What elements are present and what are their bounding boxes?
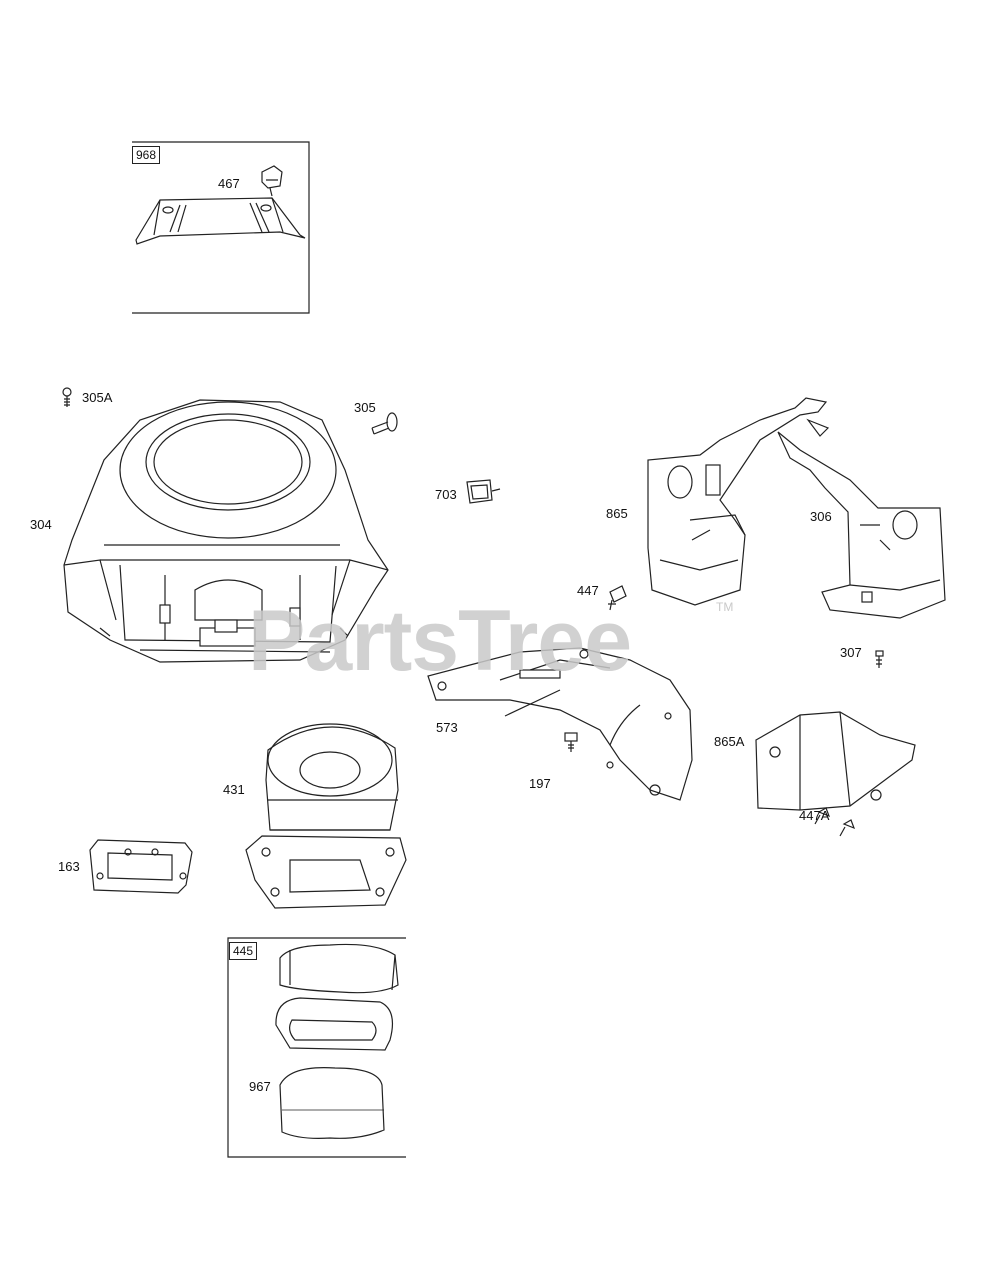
part-163-gasket bbox=[89, 839, 193, 894]
watermark-logo: PartsTree bbox=[248, 593, 632, 689]
part-label-865: 865 bbox=[606, 506, 628, 521]
part-431-air-cleaner-base bbox=[245, 723, 407, 909]
part-label-197: 197 bbox=[529, 776, 551, 791]
part-label-703: 703 bbox=[435, 487, 457, 502]
part-445-air-filter bbox=[275, 943, 399, 1051]
part-305A-screw bbox=[62, 387, 72, 407]
part-865A-baffle bbox=[755, 711, 916, 811]
part-label-967: 967 bbox=[249, 1079, 271, 1094]
part-305-bolt bbox=[371, 412, 398, 435]
part-197-screw bbox=[564, 732, 578, 752]
part-307-screw bbox=[875, 650, 884, 668]
watermark-trademark: TM bbox=[716, 600, 734, 614]
part-304-blower-housing bbox=[63, 399, 389, 663]
part-306-baffle bbox=[777, 418, 946, 619]
part-703-clip bbox=[466, 479, 501, 504]
part-label-431: 431 bbox=[223, 782, 245, 797]
part-label-447A: 447A bbox=[799, 808, 830, 823]
part-label-305: 305 bbox=[354, 400, 376, 415]
part-label-307: 307 bbox=[840, 645, 862, 660]
box-445-frame bbox=[227, 937, 406, 1158]
part-label-305A: 305A bbox=[82, 390, 113, 405]
part-label-865A: 865A bbox=[714, 734, 745, 749]
part-label-467: 467 bbox=[218, 176, 240, 191]
box-968-frame bbox=[132, 141, 310, 314]
part-label-447: 447 bbox=[577, 583, 599, 598]
part-label-573: 573 bbox=[436, 720, 458, 735]
part-label-304: 304 bbox=[30, 517, 52, 532]
part-967-precleaner bbox=[279, 1067, 385, 1139]
part-447A-screws bbox=[814, 807, 856, 837]
box-label-445: 445 bbox=[229, 942, 258, 960]
part-968-cover bbox=[135, 197, 306, 245]
box-label-968: 968 bbox=[132, 146, 161, 164]
part-573-backplate bbox=[427, 647, 693, 801]
part-447-screw bbox=[608, 585, 627, 611]
part-865-baffle bbox=[647, 397, 828, 606]
part-label-306: 306 bbox=[810, 509, 832, 524]
part-467-clip bbox=[261, 165, 283, 197]
part-label-163: 163 bbox=[58, 859, 80, 874]
